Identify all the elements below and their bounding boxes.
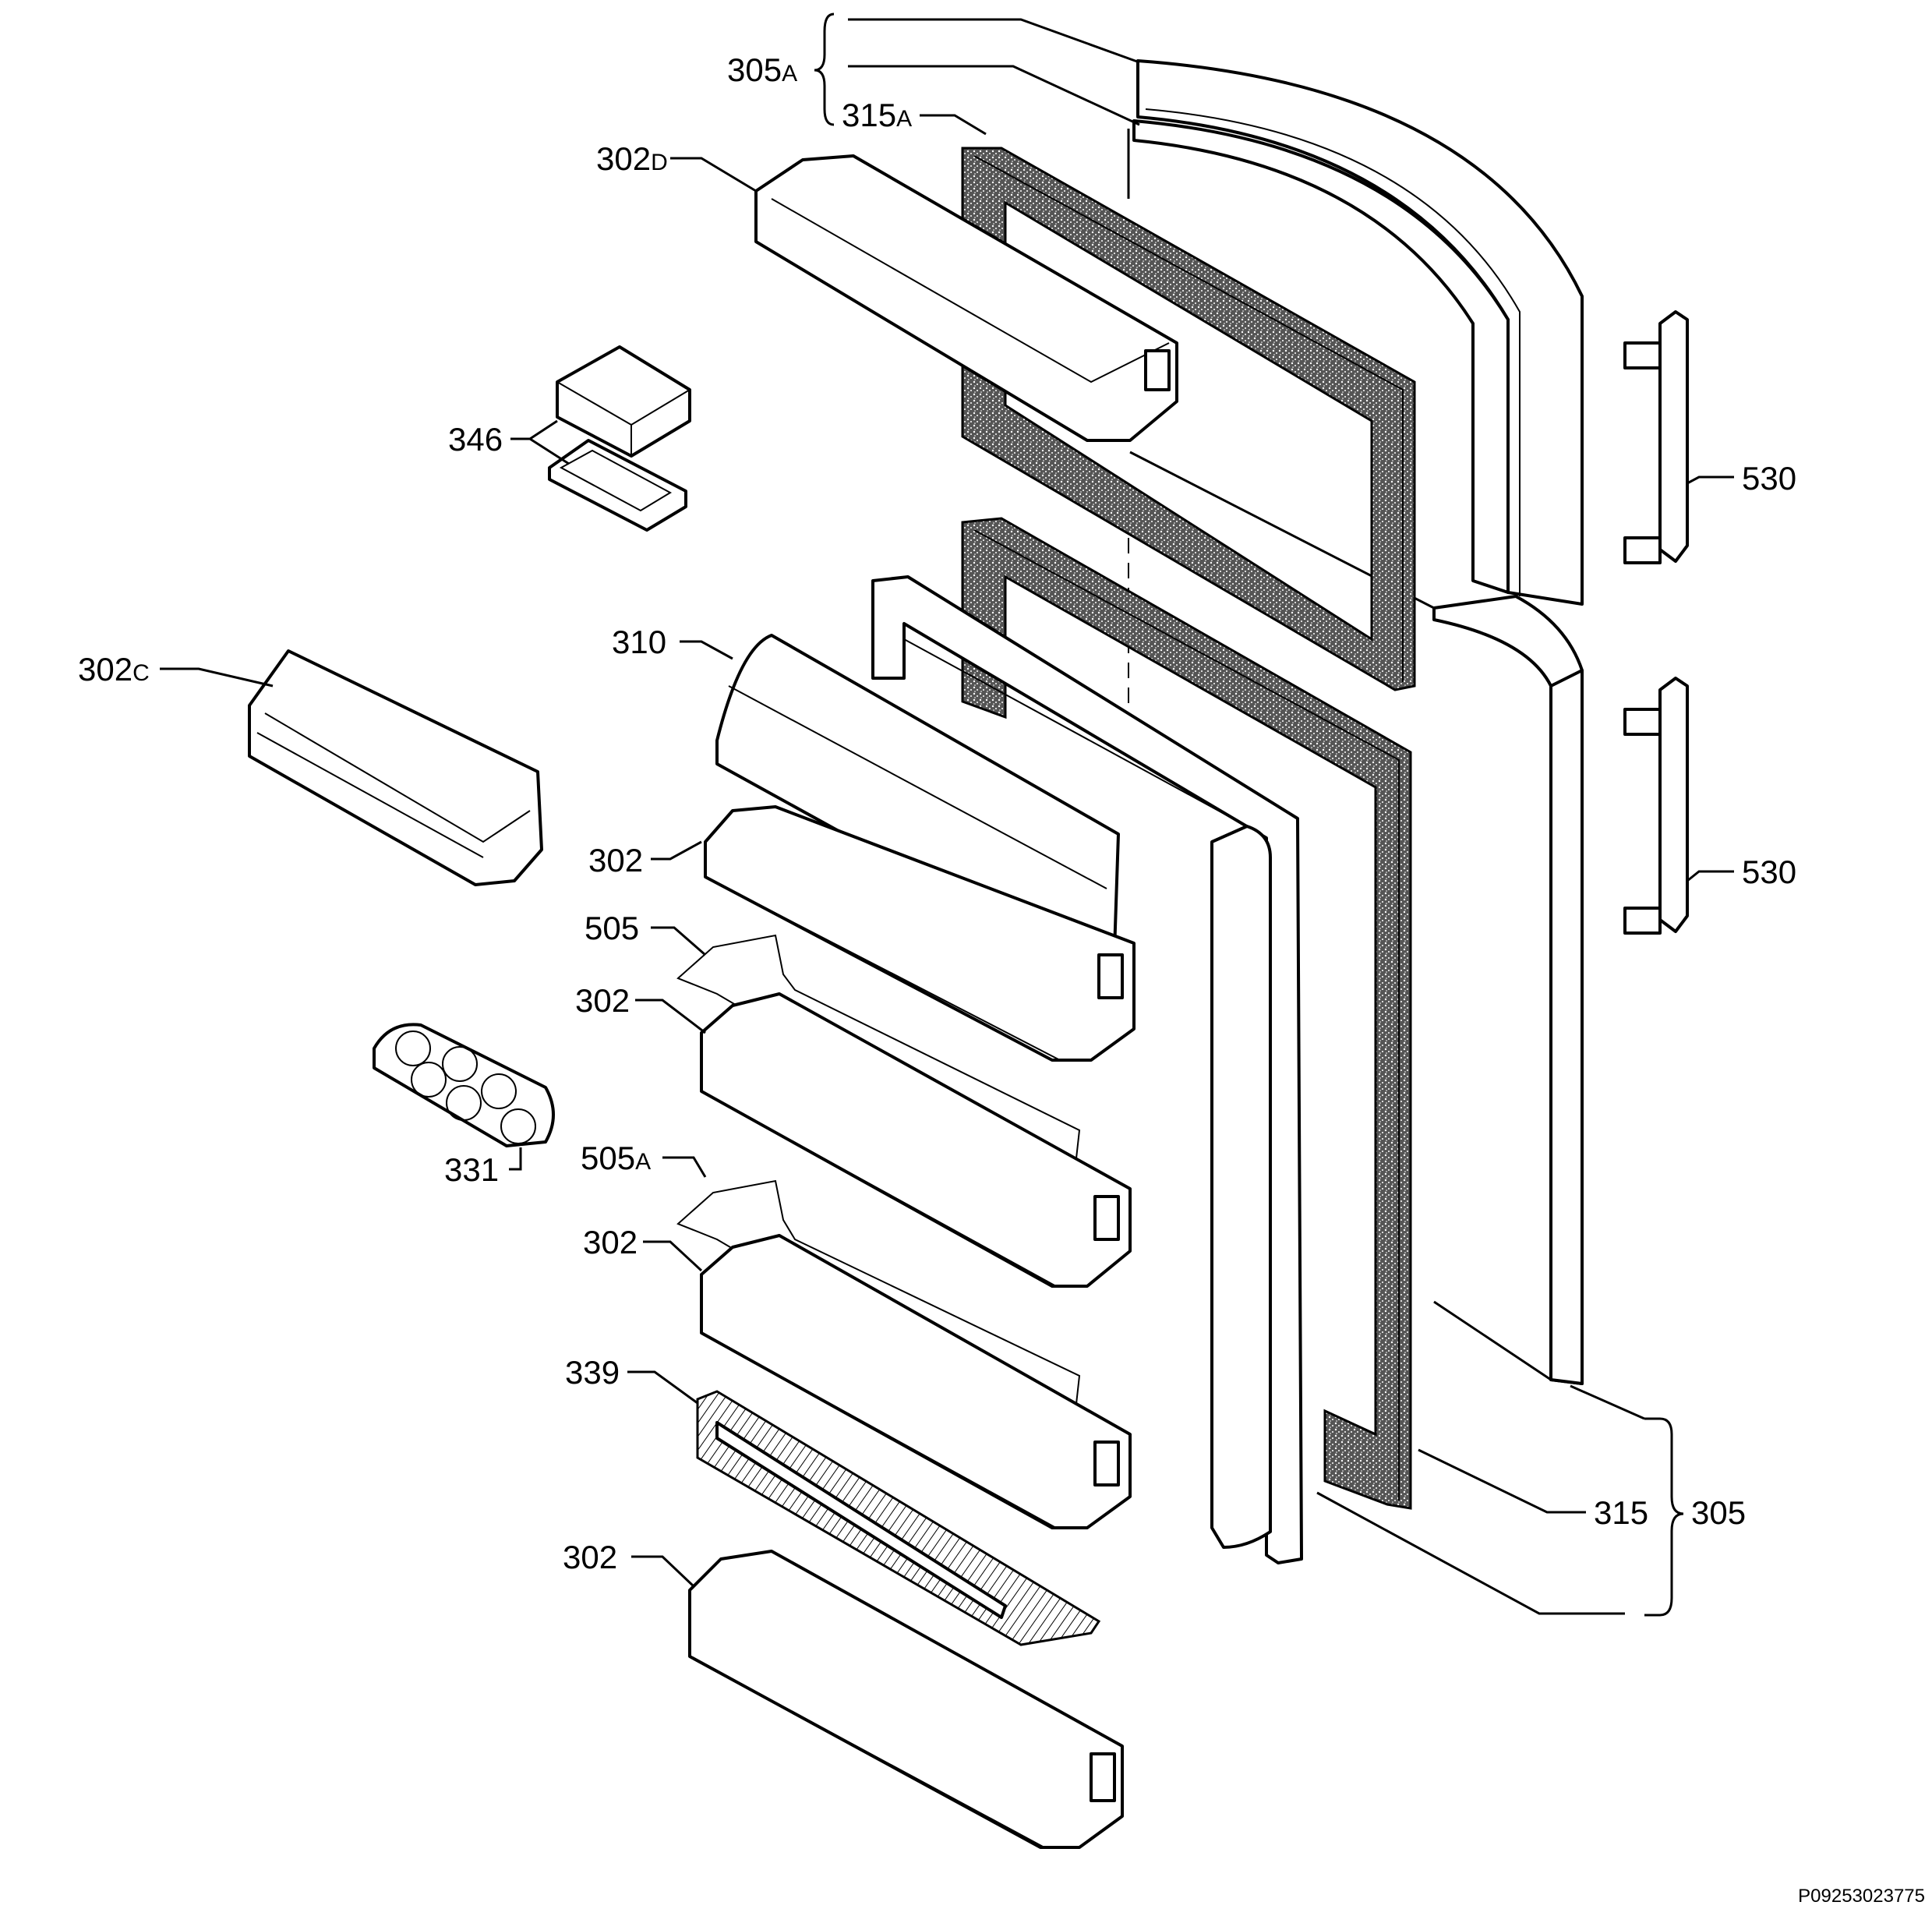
callout-331: 331 <box>444 1151 499 1188</box>
callout-505a: 505A <box>581 1140 651 1176</box>
callout-315: 315 <box>1594 1494 1648 1531</box>
callout-302-3: 302 <box>583 1224 638 1260</box>
callout-305: 305 <box>1691 1494 1746 1531</box>
shelf-guard-339 <box>696 1390 1101 1646</box>
callout-302-4: 302 <box>563 1539 617 1575</box>
drawing-reference-code: P09253023775 <box>1798 1886 1925 1907</box>
shelf-302d <box>754 154 1178 442</box>
handle-530-bottom <box>1623 677 1689 935</box>
shelf-302-4 <box>688 1550 1124 1849</box>
callout-505: 505 <box>585 910 639 946</box>
callout-302-1: 302 <box>588 842 643 878</box>
callout-305a: 305A <box>727 51 797 88</box>
callout-302-2: 302 <box>575 982 630 1019</box>
callout-labels: 305A 315A 302D 346 302C 310 302 505 302 … <box>78 51 1796 1575</box>
leader-lines <box>160 12 1734 1617</box>
egg-tray-331 <box>373 1023 555 1147</box>
shelf-302-3 <box>700 1234 1132 1529</box>
callout-346: 346 <box>448 421 503 458</box>
freezer-door <box>1127 59 1584 606</box>
callout-530-top: 530 <box>1742 460 1796 497</box>
part-346 <box>548 345 691 532</box>
fridge-door <box>1128 451 1584 1385</box>
callout-302c: 302C <box>78 651 150 688</box>
callout-302d: 302D <box>596 140 668 177</box>
freezer-door-gasket <box>961 147 1416 691</box>
callout-315a: 315A <box>842 97 912 133</box>
shelf-302-2 <box>700 992 1132 1288</box>
callout-530-bottom: 530 <box>1742 854 1796 890</box>
callout-339: 339 <box>565 1354 620 1391</box>
door-liner-frame <box>871 575 1303 1564</box>
shelf-302c <box>248 649 543 886</box>
shelf-302-1 <box>704 805 1136 1062</box>
callout-310: 310 <box>612 624 666 660</box>
handle-530-top <box>1623 310 1689 564</box>
fridge-door-gasket <box>961 517 1412 1510</box>
